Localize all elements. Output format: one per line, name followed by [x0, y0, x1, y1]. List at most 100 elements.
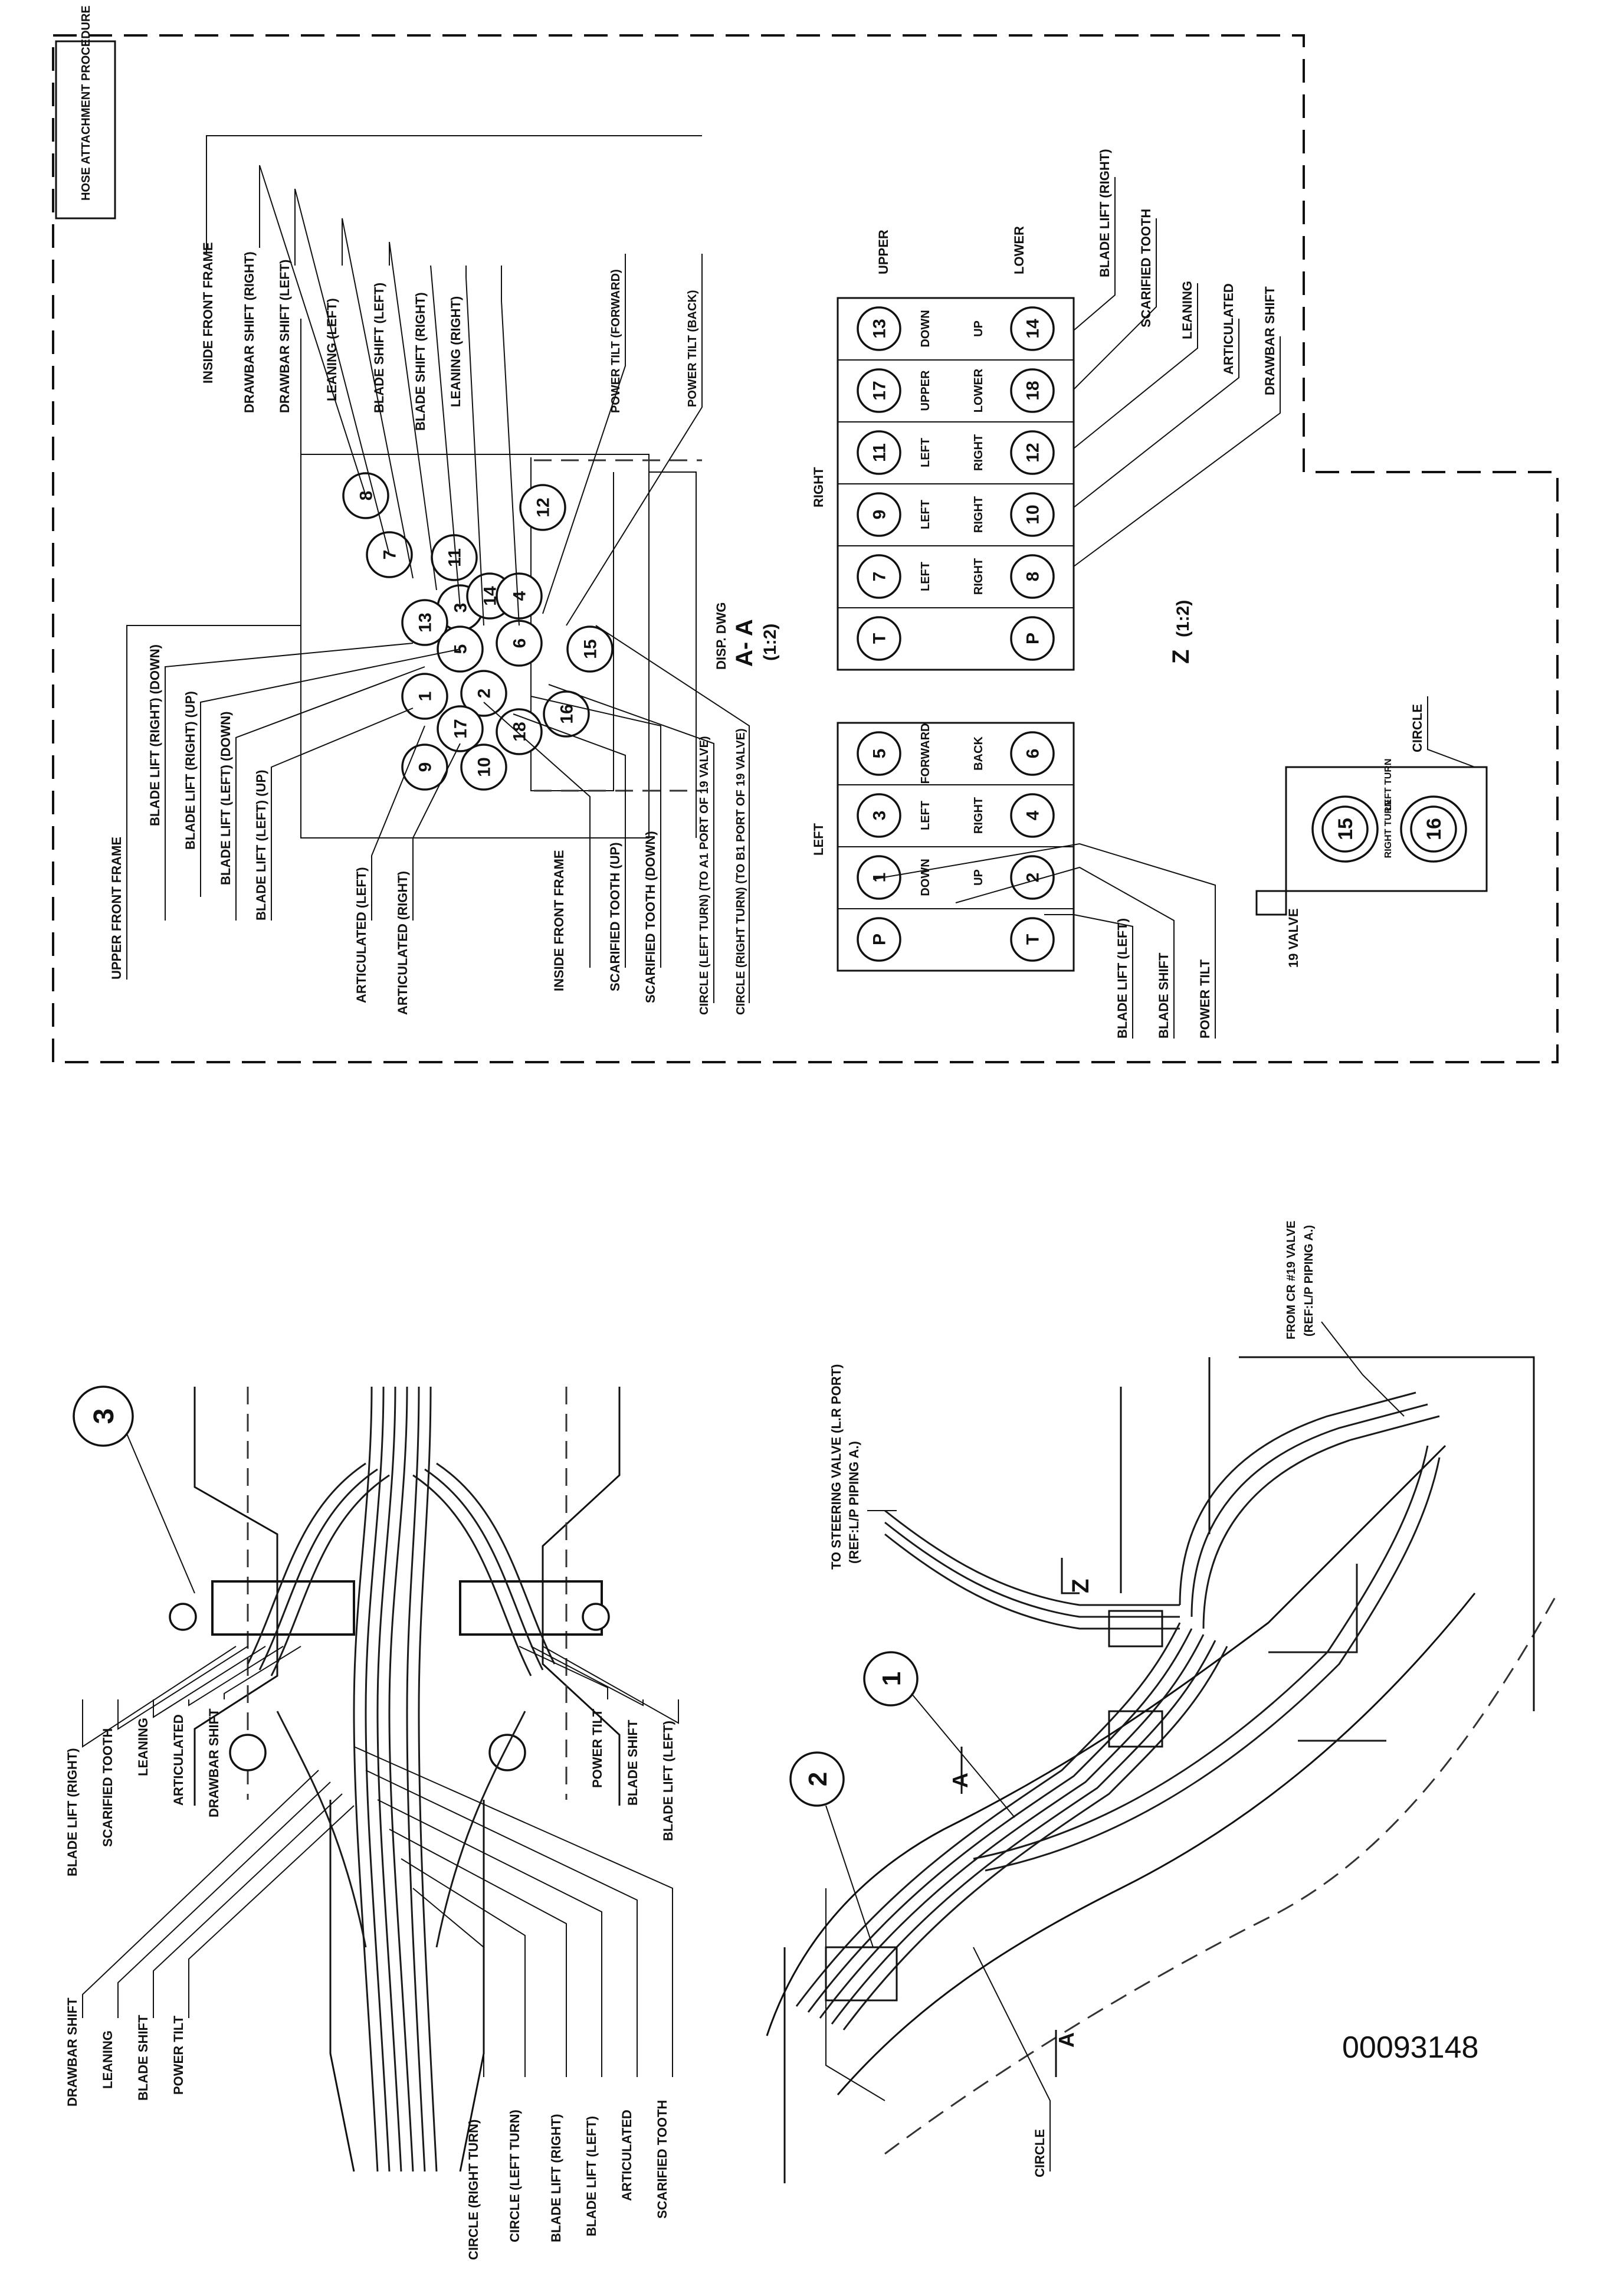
aa-port-2: 2 [460, 670, 507, 717]
valve-19-port-16: 16 [1423, 818, 1445, 840]
aa-label-articulated-left: ARTICULATED (LEFT) [354, 867, 369, 1003]
z-left-port-0-bottom-number: T [1024, 934, 1043, 945]
aa-port-10-ring [460, 744, 507, 791]
aa-label-scarified-tooth-down: SCARIFIED TOOTH (DOWN) [643, 831, 658, 1003]
z-right-port-4-bottom-number: 18 [1024, 381, 1043, 400]
valve-19-port-16-label-vis: LEFT TURN [1383, 759, 1393, 811]
aa-port-1-ring [401, 673, 448, 720]
title-block: HOSE ATTACHMENT PROCEDURE [55, 5, 116, 220]
aa-label-drawbar-shift-left: DRAWBAR SHIFT (LEFT) [277, 260, 292, 413]
z-right-port-1-bottom-number: 8 [1024, 572, 1043, 582]
z-right-port-5-top: 13 [857, 306, 901, 351]
z-right-port-0-top-number: T [870, 633, 890, 644]
z-right-port-2-bottom-ring [1010, 492, 1055, 537]
view-z-callout-scarified-tooth: SCARIFIED TOOTH [1139, 209, 1153, 327]
z-right-port-0-bottom-ring [1010, 616, 1055, 661]
z-right-port-2-bottom: 10 [1010, 492, 1055, 537]
side-view-from-cr: FROM CR #19 VALVE [1285, 1220, 1298, 1339]
z-right-label-1-bottom: RIGHT [972, 558, 985, 595]
z-left-label-2-top: LEFT [919, 801, 932, 830]
view-z-callout-leaning: LEANING [1180, 281, 1195, 339]
aa-label-circle-right-turn: CIRCLE (RIGHT TURN) (TO B1 PORT OF 19 VA… [734, 728, 747, 1015]
aa-port-18-number: 18 [510, 722, 530, 741]
aa-label-power-tilt-forward: POWER TILT (FORWARD) [609, 269, 622, 413]
side-view-to-steering-ref: (REF:L/P PIPING A.) [847, 1441, 861, 1564]
z-right-port-5-top-ring [857, 306, 901, 351]
side-view-section-a-top: A [948, 1773, 972, 1788]
z-right-port-1-top-number: 7 [870, 572, 890, 582]
z-left-port-3-bottom-ring [1010, 731, 1055, 776]
top-label-circle-left-turn: CIRCLE (LEFT TURN) [507, 2110, 522, 2242]
view-z-lower-label: LOWER [1012, 226, 1026, 274]
z-right-port-3-top-ring [857, 430, 901, 475]
aa-label-blade-lift-right-down: BLADE LIFT (RIGHT) (DOWN) [147, 644, 162, 826]
aa-port-9-number: 9 [416, 762, 435, 772]
view-z-upper-label: UPPER [876, 230, 891, 274]
view-z-callout-articulated: ARTICULATED [1221, 283, 1236, 375]
z-left-port-0-bottom-ring [1010, 917, 1055, 962]
z-right-label-2-bottom: RIGHT [972, 496, 985, 533]
top-label-power-tilt: POWER TILT [590, 1708, 605, 1788]
aa-port-10: 10 [460, 744, 507, 791]
aa-label-blade-lift-left-up: BLADE LIFT (LEFT) (UP) [254, 770, 268, 921]
aa-port-8-number: 8 [357, 491, 376, 501]
top-label-scarified-tooth-2: SCARIFIED TOOTH [655, 2100, 670, 2219]
z-left-label-3-bottom: BACK [972, 736, 985, 771]
z-left-port-3-bottom-number: 6 [1024, 749, 1043, 759]
view-z-right-title: RIGHT [811, 467, 826, 507]
z-left-port-0-bottom: T [1010, 917, 1055, 962]
aa-port-9-ring [401, 744, 448, 791]
view-z-callout-drawbar-shift: DRAWBAR SHIFT [1262, 286, 1277, 395]
z-left-port-0-top: P [857, 917, 901, 962]
aa-label-drawbar-shift-right: DRAWBAR SHIFT (RIGHT) [242, 251, 257, 413]
aa-label-blade-shift-left: BLADE SHIFT (LEFT) [372, 283, 386, 413]
view-z-left-title: LEFT [811, 823, 826, 856]
z-left-port-1-top: 1 [857, 855, 901, 900]
aa-label-scarified-tooth-up: SCARIFIED TOOTH (UP) [608, 842, 622, 991]
aa-port-13: 13 [401, 599, 448, 646]
aa-label-inside-front-frame-2: INSIDE FRONT FRAME [201, 242, 215, 384]
z-right-port-2-top-ring [857, 492, 901, 537]
z-left-port-1-bottom: 2 [1010, 855, 1055, 900]
aa-port-12-number: 12 [534, 497, 553, 517]
z-right-port-4-top: 17 [857, 368, 901, 413]
aa-port-1-number: 1 [416, 692, 435, 702]
z-right-port-0-top: T [857, 616, 901, 661]
aa-port-16-number: 16 [557, 704, 577, 723]
valve-19: 15 16 RIGHT TURN LEFT TURN LEFT TURN 19 … [1255, 696, 1488, 968]
z-left-port-2-bottom-number: 4 [1024, 810, 1043, 820]
top-label-scarified-tooth: SCARIFIED TOOTH [100, 1728, 115, 1847]
z-right-port-0-bottom-number: P [1024, 633, 1043, 644]
z-left-port-2-top-ring [857, 793, 901, 838]
top-label-blade-lift-left: BLADE LIFT (LEFT) [661, 1721, 675, 1841]
z-right-port-4-bottom-ring [1010, 368, 1055, 413]
side-view-callout-2: 2 [803, 1772, 832, 1786]
z-left-port-3-top: 5 [857, 731, 901, 776]
aa-port-4-number: 4 [510, 591, 530, 601]
aa-port-6-number: 6 [510, 638, 530, 648]
side-view-section-a-bottom: A [1054, 2032, 1078, 2048]
top-label-blade-lift-left-2: BLADE LIFT (LEFT) [584, 2116, 599, 2236]
z-left-port-2-top-number: 3 [870, 811, 890, 821]
aa-port-16-ring [543, 690, 590, 738]
top-label-articulated-2: ARTICULATED [619, 2110, 634, 2201]
z-left-port-3-top-number: 5 [870, 749, 890, 759]
aa-label-leaning-right: LEANING (RIGHT) [448, 296, 463, 407]
z-left-port-2-bottom: 4 [1010, 793, 1055, 838]
aa-port-13-number: 13 [416, 613, 435, 632]
aa-label-upper-front-frame: UPPER FRONT FRAME [109, 837, 124, 980]
aa-label-blade-lift-right-up: BLADE LIFT (RIGHT) (UP) [183, 691, 198, 850]
z-left-port-0-top-number: P [870, 934, 890, 945]
view-z-right-leaders [1073, 177, 1281, 567]
side-view-section-z: Z [1068, 1579, 1094, 1593]
view-aa-labels: UPPER FRONT FRAME BLADE LIFT (RIGHT) (DO… [109, 242, 747, 1015]
top-label-blade-lift-right-2: BLADE LIFT (RIGHT) [549, 2114, 563, 2242]
aa-label-articulated-right: ARTICULATED (RIGHT) [395, 871, 410, 1015]
z-right-port-3-bottom: 12 [1010, 430, 1055, 475]
view-z-caption: Z [1168, 650, 1194, 664]
view-aa-disp-note: DISP. DWG [714, 602, 729, 670]
valve-19-circle-label: CIRCLE [1410, 704, 1425, 752]
aa-port-15-ring [566, 625, 614, 673]
